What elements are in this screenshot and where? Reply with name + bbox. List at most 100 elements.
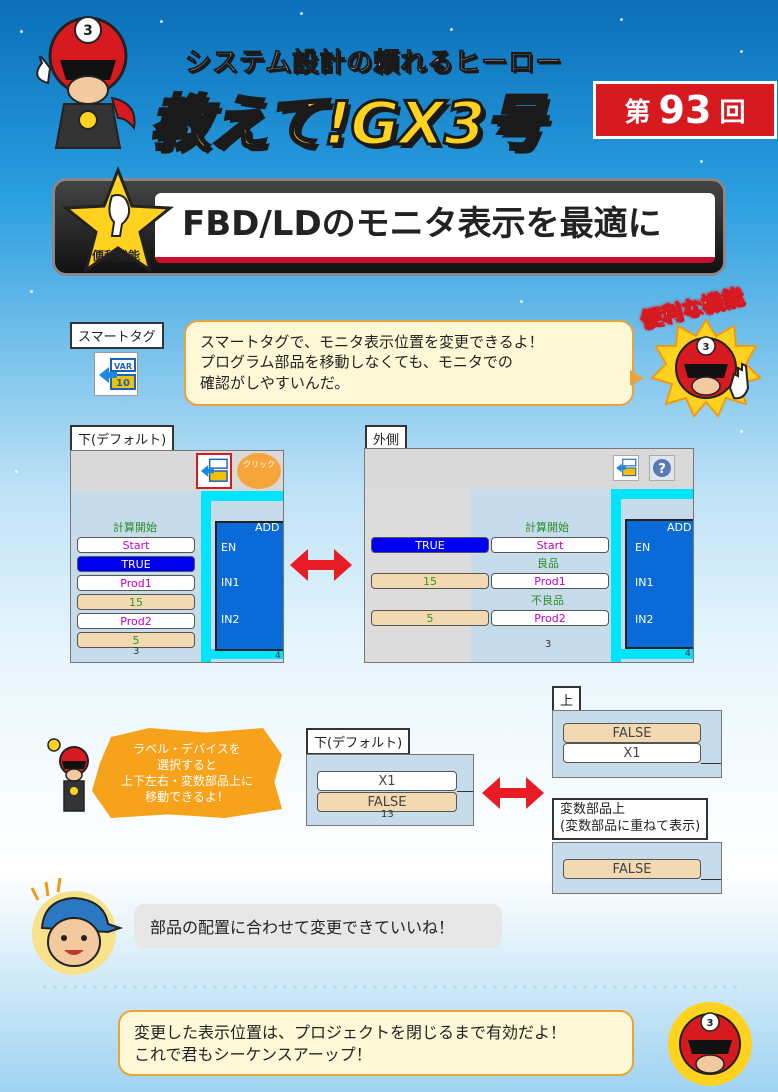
panel-toolbar — [365, 449, 693, 489]
smart-tag-speech: スマートタグで、モニタ表示位置を変更できるよ！ プログラム部品を移動しなくても、… — [184, 320, 634, 406]
cell-start[interactable]: Start — [77, 537, 195, 553]
smart-tag-button[interactable] — [196, 453, 232, 489]
pin-in1: IN1 — [221, 576, 240, 589]
star-badge-icon — [62, 166, 174, 274]
episode-badge: 第 93 回 — [596, 84, 774, 136]
monitor-panel-default: クリック ADD EN IN1 IN2 計算開始 Start TRUE Prod… — [70, 450, 284, 663]
wire — [701, 763, 721, 764]
hero-mascot-icon: 3 — [36, 16, 136, 149]
arrow-head-left — [482, 777, 500, 809]
panel-foot: 13 — [381, 809, 394, 820]
wire — [701, 879, 721, 880]
help-icon: ? — [653, 459, 671, 477]
pin-en: EN — [635, 541, 651, 554]
panel-corner: 4 — [275, 651, 281, 661]
function-block[interactable] — [215, 521, 283, 651]
topic-banner — [52, 178, 726, 276]
comment-bubble: 部品の配置に合わせて変更できていいね！ — [134, 904, 502, 948]
hint-mascot-icon — [47, 738, 89, 812]
cell-false[interactable]: FALSE — [563, 723, 701, 743]
smart-tag-icon[interactable]: VAR 10 — [94, 352, 138, 396]
hint-bubble: ラベル・デバイスを 選択すると 上下左右・変数部品上に 移動できるよ！ — [92, 728, 282, 818]
hero-mark-text: 3 — [83, 23, 93, 39]
cell-5[interactable]: 5 — [371, 610, 489, 626]
header-tagline: システム設計の頼れるヒーロー — [184, 48, 563, 79]
rail-top — [611, 489, 693, 499]
cell-x1[interactable]: X1 — [317, 771, 457, 791]
footer-hero-mark-text: 3 — [707, 1018, 714, 1029]
help-button[interactable]: ? — [649, 455, 675, 481]
function-block[interactable] — [625, 519, 693, 649]
panel-outside-label: 外側 — [365, 425, 408, 452]
label-defect: 不良品 — [531, 594, 564, 607]
var-label: 計算開始 — [525, 521, 569, 534]
topic-banner-inner — [155, 193, 715, 263]
smart-tag-label: スマートタグ — [70, 322, 164, 349]
episode-suffix: 回 — [719, 97, 746, 128]
panel-foot: 3 — [545, 639, 552, 650]
rail-bottom — [611, 649, 693, 659]
arrow-head-right — [334, 549, 352, 581]
cell-prod2[interactable]: Prod2 — [77, 613, 195, 629]
small-default-label: 下(デフォルト) — [306, 728, 411, 755]
cell-start[interactable]: Start — [491, 537, 609, 553]
cell-5[interactable]: 5 — [77, 632, 195, 648]
small-top-label: 上 — [552, 686, 582, 713]
var-tag-text-top: VAR — [114, 362, 132, 371]
label-good: 良品 — [537, 557, 559, 570]
pin-in1: IN1 — [635, 576, 654, 589]
footer-bubble: 変更した表示位置は、プロジェクトを閉じるまで有効だよ！ これで君もシーケンスアー… — [118, 1010, 634, 1076]
cell-x1[interactable]: X1 — [563, 743, 701, 763]
monitor-panel-outside: ? ADD EN IN1 IN2 計算開始 TRUE Start 良品 15 P… — [364, 448, 694, 663]
panel-default-label: 下(デフォルト) — [70, 425, 175, 452]
pin-en: EN — [221, 541, 237, 554]
boy-face-icon — [30, 878, 124, 975]
page-title: 教えて!GX3号 — [149, 88, 547, 161]
episode-number: 93 — [658, 88, 712, 132]
cell-true[interactable]: TRUE — [77, 556, 195, 572]
cell-15[interactable]: 15 — [77, 594, 195, 610]
hero-face-icon: 3 — [668, 1002, 752, 1086]
smart-tag-button[interactable] — [613, 455, 639, 481]
var-tag-icon — [200, 458, 228, 482]
cell-prod1[interactable]: Prod1 — [491, 573, 609, 589]
var-label: 計算開始 — [113, 521, 157, 534]
small-panel-default: X1 FALSE 13 — [306, 754, 474, 826]
cell-15[interactable]: 15 — [371, 573, 489, 589]
double-arrow-icon — [492, 788, 534, 798]
episode-prefix: 第 — [624, 97, 651, 128]
cell-false[interactable]: FALSE — [317, 792, 457, 812]
pin-in2: IN2 — [221, 613, 240, 626]
wire — [457, 791, 473, 792]
cell-true[interactable]: TRUE — [371, 537, 489, 553]
block-name: ADD — [255, 521, 280, 534]
rail-bottom — [201, 649, 283, 659]
panel-corner: 4 — [685, 649, 691, 659]
cell-prod2[interactable]: Prod2 — [491, 610, 609, 626]
speech-tail — [630, 370, 644, 386]
dotted-divider — [40, 985, 740, 989]
click-hint: クリック — [237, 453, 281, 489]
cell-prod1[interactable]: Prod1 — [77, 575, 195, 591]
var-tag-text-bottom: 10 — [116, 378, 130, 389]
rail-top — [201, 491, 283, 501]
arrow-head-right — [526, 777, 544, 809]
block-name: ADD — [667, 521, 692, 534]
svg-text:?: ? — [658, 462, 666, 477]
var-tag-icon: VAR 10 — [99, 358, 136, 390]
topic-badge-label: 便利機能 — [92, 249, 141, 263]
rail-left — [611, 489, 621, 662]
small-over-label: 変数部品上 (変数部品に重ねて表示) — [552, 798, 709, 840]
badge-hero-mark-text: 3 — [703, 342, 710, 353]
var-tag-icon — [616, 458, 637, 477]
rail-left — [201, 491, 211, 662]
arrow-head-left — [290, 549, 308, 581]
topic-title: FBD/LDのモニタ表示を最適に — [182, 204, 662, 244]
cell-false[interactable]: FALSE — [563, 859, 701, 879]
small-panel-over: FALSE — [552, 842, 722, 894]
hero-face-icon: 3 — [650, 318, 762, 418]
double-arrow-icon — [300, 560, 342, 570]
panel-foot: 3 — [133, 646, 140, 657]
small-panel-top: FALSE X1 — [552, 710, 722, 778]
pin-in2: IN2 — [635, 613, 654, 626]
